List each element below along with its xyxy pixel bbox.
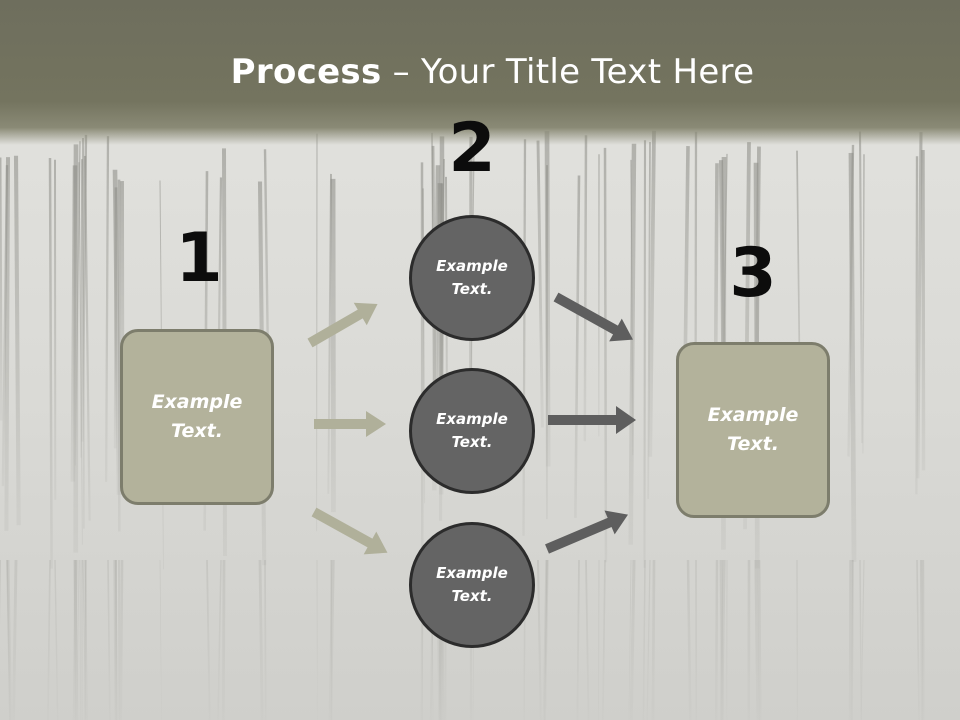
tree-trunk — [574, 175, 581, 518]
tree-reflection — [113, 559, 118, 720]
tree-reflection — [860, 559, 865, 720]
arrow-step1-to-top — [307, 302, 378, 348]
tree-reflection — [206, 559, 211, 720]
tree-reflection — [72, 559, 78, 720]
tree-reflection — [686, 559, 692, 720]
tree-reflection — [598, 559, 600, 720]
tree-reflection — [221, 559, 226, 720]
tree-reflection — [719, 559, 726, 720]
arrow-top-to-step3 — [553, 292, 633, 342]
tree-reflection — [646, 559, 651, 720]
tree-trunk — [847, 144, 855, 457]
tree-reflection — [757, 559, 762, 720]
tree-trunk — [544, 131, 551, 467]
tree-reflection — [628, 559, 632, 720]
tree-reflection — [642, 559, 646, 720]
tree-trunk — [628, 143, 637, 545]
tree-reflection — [84, 559, 87, 720]
tree-reflection — [602, 559, 606, 720]
tree-trunk — [916, 132, 923, 479]
circle-bottom-text: Example Text. — [436, 564, 508, 605]
step-number-2: 2 — [448, 109, 496, 188]
tree-trunk — [48, 158, 53, 569]
tree-reflection — [12, 559, 18, 720]
tree-trunk — [915, 156, 919, 495]
tree-trunk — [643, 140, 647, 568]
tree-trunk — [603, 147, 608, 563]
step1-box-text: Example Text. — [151, 391, 243, 442]
title-rest: Your Title Text Here — [421, 52, 755, 92]
tree-trunk — [647, 142, 651, 500]
arrow-icon — [545, 292, 636, 554]
tree-reflection — [851, 559, 854, 720]
tree-reflection — [54, 559, 59, 720]
header-band — [0, 0, 960, 145]
arrow-bottom-to-step3 — [545, 510, 629, 554]
tree-reflection — [258, 559, 264, 720]
tree-reflection — [264, 559, 267, 720]
tree-trunk — [536, 140, 544, 428]
arrow-step1-to-bottom — [311, 507, 388, 555]
tree-reflection — [6, 559, 12, 720]
step2-circle-top: Example Text. — [409, 215, 535, 341]
tree-reflection — [848, 559, 853, 720]
tree-trunk — [583, 135, 588, 442]
tree-trunk — [104, 136, 110, 482]
tree-reflection — [859, 559, 862, 720]
step3-box-text: Example Text. — [707, 404, 799, 455]
tree-reflection — [328, 559, 335, 720]
step2-circle-middle: Example Text. — [409, 368, 535, 494]
tree-reflection — [754, 559, 760, 720]
arrow-icon — [307, 302, 388, 555]
tree-trunk — [81, 134, 88, 442]
step3-box: Example Text. — [676, 342, 830, 518]
step-number-3: 3 — [729, 234, 777, 313]
tree-reflection — [159, 559, 162, 720]
tree-trunk — [921, 150, 926, 471]
tree-reflection — [542, 559, 549, 720]
slide-title: Process – Your Title Text Here — [0, 52, 960, 92]
tree-trunk — [858, 131, 864, 444]
tree-trunk — [13, 155, 21, 526]
tree-reflection — [536, 559, 542, 720]
tree-reflection — [919, 559, 923, 720]
tree-reflection — [217, 559, 222, 720]
tree-trunk — [862, 154, 865, 454]
title-bold: Process — [230, 52, 382, 92]
tree-reflection — [916, 559, 920, 720]
tree-reflection — [76, 559, 80, 720]
step1-box: Example Text. — [120, 329, 274, 505]
tree-reflection — [585, 559, 590, 720]
step-number-1: 1 — [175, 219, 223, 298]
tree-reflection — [651, 559, 656, 720]
arrow-middle-to-step3 — [548, 406, 636, 434]
tree-reflection — [107, 559, 111, 720]
tree-reflection — [576, 559, 580, 720]
tree-reflection — [629, 559, 636, 720]
step2-circle-bottom: Example Text. — [409, 522, 535, 648]
circle-middle-text: Example Text. — [436, 410, 508, 451]
tree-trunk — [80, 159, 83, 458]
tree-reflection — [47, 559, 51, 720]
tree-trunk — [648, 130, 656, 457]
tree-trunk — [4, 157, 10, 531]
tree-reflection — [119, 559, 124, 720]
tree-reflection — [714, 559, 719, 720]
arrow-step1-to-middle — [314, 411, 386, 437]
tree-trunk — [0, 157, 3, 421]
tree-reflection — [79, 559, 82, 720]
title-dash: – — [381, 52, 422, 92]
circle-top-text: Example Text. — [436, 257, 508, 298]
tree-trunk — [74, 141, 81, 466]
tree-trunk — [522, 139, 527, 536]
